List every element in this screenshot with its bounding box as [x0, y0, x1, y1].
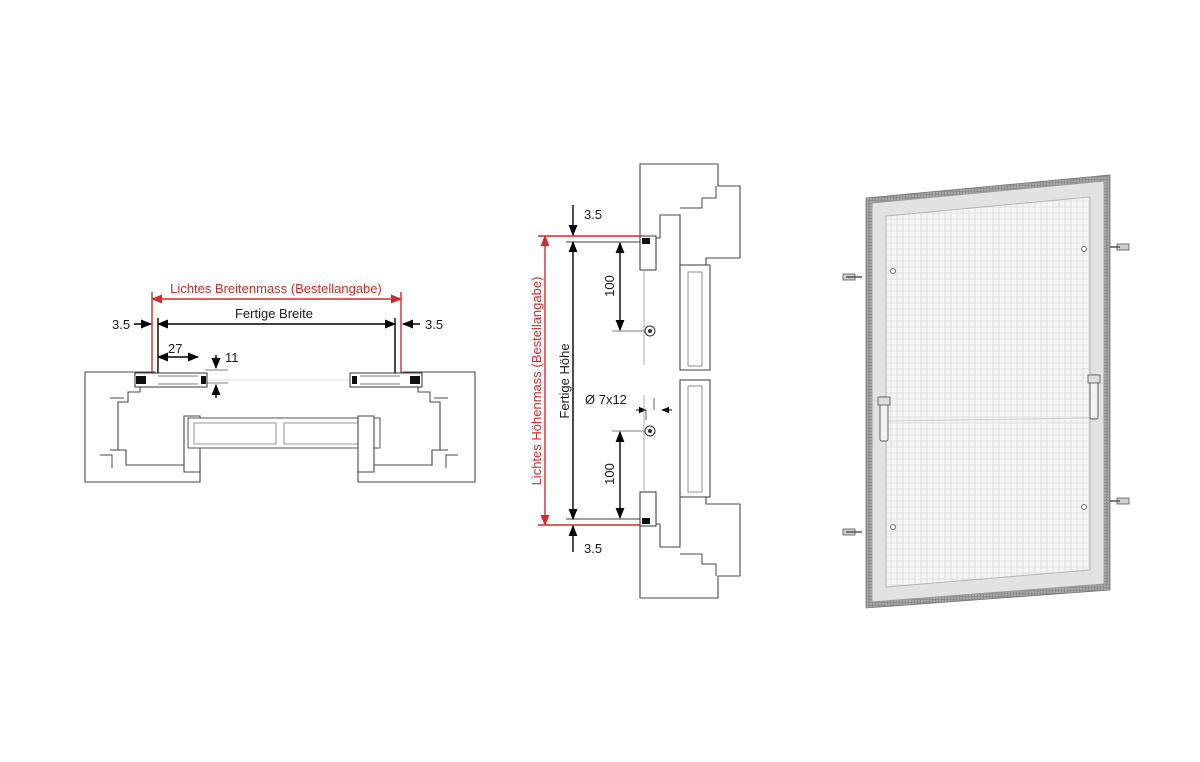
right-handle-icon — [1087, 374, 1101, 420]
screw-icon — [1110, 243, 1130, 251]
width-section-drawing: Lichtes Breitenmass (Bestellangabe) Fert… — [84, 281, 476, 483]
left-gap-label: 3.5 — [112, 317, 130, 332]
top-gap-label: 3.5 — [584, 207, 602, 222]
finished-width-label: Fertige Breite — [235, 306, 313, 321]
bottom-gap-label: 3.5 — [584, 541, 602, 556]
top-hinge-offset-label: 100 — [602, 275, 617, 297]
finished-height-label: Fertige Höhe — [557, 343, 572, 418]
profile-width-label: 27 — [168, 341, 182, 356]
bottom-screen-profile — [639, 491, 657, 527]
screen-door-illustration — [842, 174, 1130, 609]
clear-width-label: Lichtes Breitenmass (Bestellangabe) — [170, 281, 382, 296]
screw-icon — [842, 528, 862, 536]
clear-height-label: Lichtes Höhenmass (Bestellangabe) — [529, 277, 544, 486]
left-frame-profile — [84, 371, 201, 483]
profile-height-label: 11 — [225, 350, 239, 365]
height-section-drawing: Lichtes Höhenmass (Bestellangabe) Fertig… — [529, 163, 741, 599]
bottom-hinge-offset-label: 100 — [602, 463, 617, 485]
hole-size-label: Ø 7x12 — [585, 392, 627, 407]
right-gap-label: 3.5 — [425, 317, 443, 332]
mesh-panel — [885, 196, 1091, 588]
screw-icon — [1110, 497, 1130, 505]
left-handle-icon — [877, 396, 891, 442]
screw-icon — [842, 273, 862, 281]
top-screen-profile — [639, 235, 657, 271]
